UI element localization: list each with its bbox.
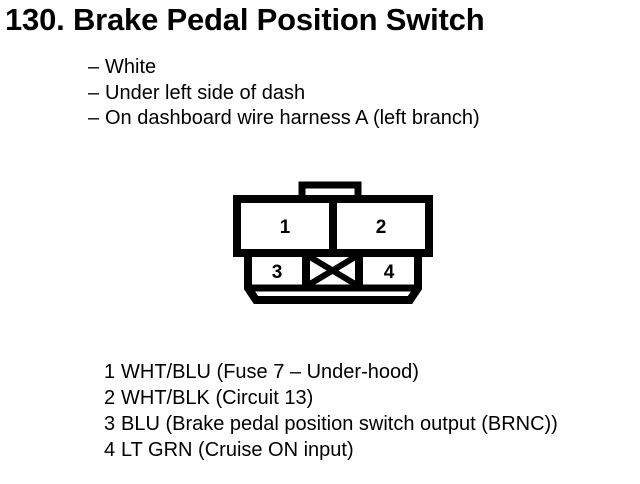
- pin-description: WHT/BLU (Fuse 7 – Under-hood): [121, 361, 419, 383]
- blocked-cavity-x-stroke: [308, 254, 357, 287]
- pin-number: 1: [104, 361, 116, 383]
- dash-marker: –: [88, 81, 100, 104]
- list-item-label: On dashboard wire harness A (left branch…: [105, 107, 480, 129]
- connector-diagram: 1 2 3 4: [228, 178, 438, 318]
- pin-number: 2: [104, 387, 116, 409]
- pin-description: WHT/BLK (Circuit 13): [121, 387, 314, 409]
- list-item: –On dashboard wire harness A (left branc…: [88, 106, 480, 132]
- connector-face-svg: 1 2 3 4: [233, 181, 433, 304]
- list-item: –White: [88, 55, 480, 81]
- list-item: –Under left side of dash: [88, 81, 480, 107]
- pin-number: 4: [104, 439, 116, 461]
- dash-marker: –: [88, 56, 100, 78]
- cavity-number-3: 3: [272, 262, 283, 283]
- dash-marker: –: [88, 107, 100, 129]
- cavity-number-2: 2: [376, 217, 387, 238]
- cavity-number-1: 1: [280, 217, 291, 238]
- pin-number: 3: [104, 413, 116, 435]
- list-item-label: White: [105, 56, 157, 78]
- pin-description: LT GRN (Cruise ON input): [121, 439, 354, 461]
- page-title: 130. Brake Pedal Position Switch: [5, 2, 485, 37]
- pin-description: BLU (Brake pedal position switch output …: [121, 413, 558, 435]
- detail-list: –White –Under left side of dash –On dash…: [88, 55, 480, 132]
- list-item-label: Under left side of dash: [105, 81, 306, 104]
- cavity-number-4: 4: [384, 262, 395, 283]
